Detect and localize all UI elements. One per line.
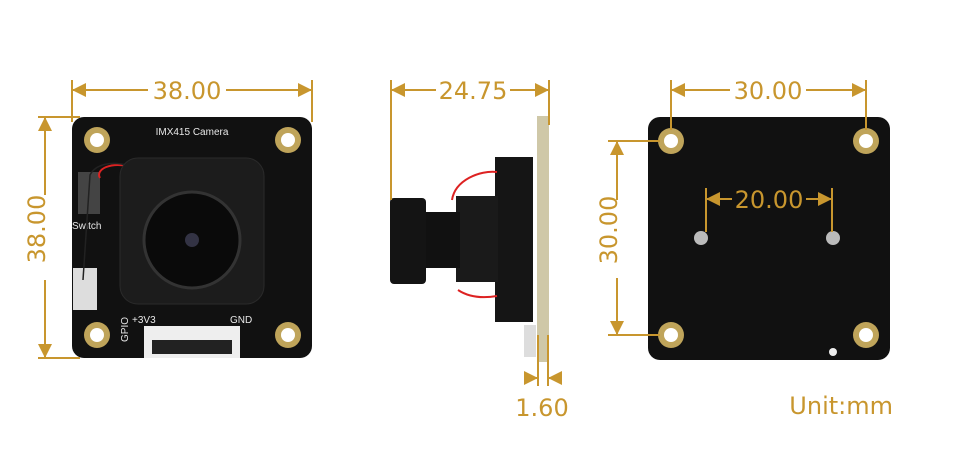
pcb-thickness-label: 1.60 xyxy=(515,394,568,422)
screw xyxy=(694,231,708,245)
pcb-thickness-dimension: 1.60 xyxy=(515,335,569,422)
back-y-label: 30.00 xyxy=(595,196,623,265)
screw-spacing-dimension: 20.00 xyxy=(705,186,833,232)
back-x-dimension: 30.00 xyxy=(670,77,867,130)
lens-glass xyxy=(185,233,199,247)
front-view-board: IMX415 Camera Switch +3V3 GND GPIO xyxy=(72,117,312,358)
side-lens xyxy=(390,198,426,284)
connector-white xyxy=(73,268,97,310)
mounting-holes xyxy=(84,127,301,348)
back-y-dimension: 30.00 xyxy=(595,140,660,336)
front-width-dimension: 38.00 xyxy=(71,77,313,122)
unit-label: Unit:mm xyxy=(789,392,893,420)
silkscreen-title: IMX415 Camera xyxy=(156,127,229,138)
silkscreen-gpio: GPIO xyxy=(120,317,131,342)
back-x-label: 30.00 xyxy=(734,77,803,105)
side-depth-label: 24.75 xyxy=(439,77,508,105)
side-depth-dimension: 24.75 xyxy=(390,77,550,200)
silkscreen-gnd: GND xyxy=(230,315,252,326)
silkscreen-3v3: +3V3 xyxy=(132,315,156,326)
screw xyxy=(826,231,840,245)
screw-spacing-label: 20.00 xyxy=(735,186,804,214)
lens-mount xyxy=(495,157,533,322)
front-width-label: 38.00 xyxy=(153,77,222,105)
back-view-board xyxy=(648,117,890,360)
pcb-edge xyxy=(537,116,549,362)
side-view xyxy=(390,116,549,362)
front-height-dimension: 38.00 xyxy=(23,116,80,359)
front-height-label: 38.00 xyxy=(23,195,51,264)
